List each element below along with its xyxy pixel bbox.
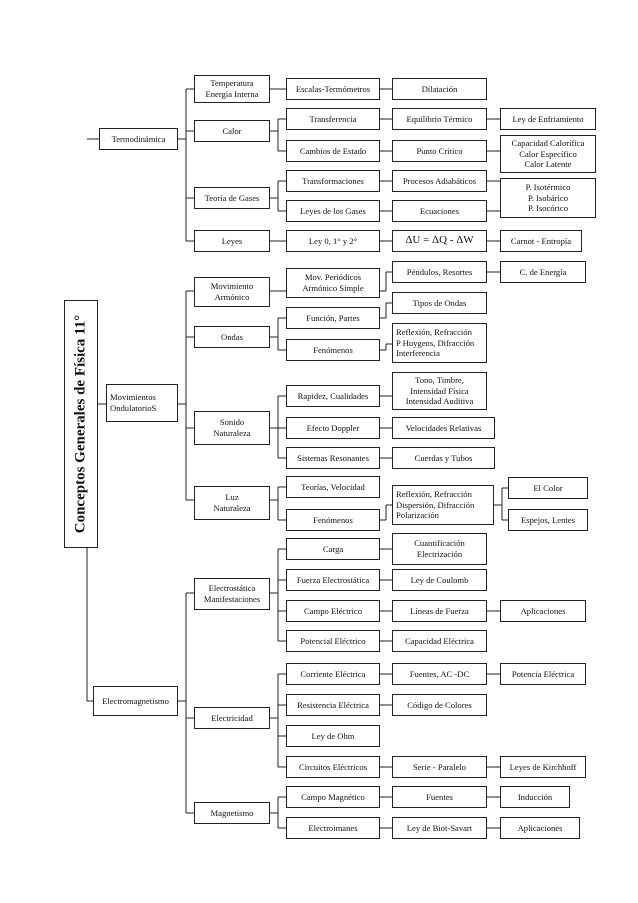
node-potencia-electrica: Potencia Eléctrica [500,663,586,685]
node-magnetismo: Magnetismo [194,802,270,824]
node-carnot-entropia: Carnot - Entropía [500,230,582,252]
node-fenomenos-luz: Fenómenos [286,509,380,531]
node-procesos-iso: P. Isotérmico P. Isobárico P. Isocórico [500,178,596,218]
node-potencial-electrico: Potencial Eléctrico [286,630,380,652]
node-fenomenos-ondas: Fenómenos [286,339,380,361]
node-conservacion-energia: C. de Energía [500,261,586,283]
node-cambios-estado: Cambios de Estado [286,140,380,162]
node-equilibrio: Equilibrio Térmico [392,108,487,130]
node-corriente-electrica: Corriente Eléctrica [286,663,380,685]
node-carga: Carga [286,538,380,560]
node-sistemas-resonantes: Sistemas Resonantes [286,447,380,469]
node-procesos-adiabaticos: Procesos Adiabáticos [392,170,487,192]
node-capacidad-calorifica: Capacidad Calorífica Calor Específico Ca… [500,135,596,173]
node-transformaciones: Transformaciones [286,170,380,192]
node-fuentes-magnetismo: Fuentes [392,786,487,808]
node-reflexion-refraccion-luz: Reflexión, Refracción Dispersión, Difrac… [392,485,494,525]
node-calor: Calor [194,120,270,142]
node-aplicaciones-campo: Aplicaciones [500,600,586,622]
node-espejos-lentes: Espejos, Lentes [508,509,588,531]
node-ley-biot-savart: Ley de Biot-Savart [392,817,487,839]
node-fuerza-electrostatica: Fuerza Electrostática [286,569,380,591]
branch-termodinamica: Termodinámica [99,128,178,150]
node-circuitos-electricos: Circuitos Eléctricos [286,756,380,778]
root-title: Conceptos Generales de Física 11° [72,314,89,534]
node-cuerdas-tubos: Cuerdas y Tubos [392,447,495,469]
node-campo-magnetico: Campo Magnético [286,786,380,808]
node-ley-0-1-2: Ley 0, 1° y 2° [286,230,380,252]
node-tipos-ondas: Tipos de Ondas [392,292,487,314]
node-electrostatica: Electrostática Manifestaciones [194,578,270,610]
root-concept: Conceptos Generales de Física 11° [64,300,98,548]
node-mov-periodicos: Mov. Periódicos Armónico Simple [286,268,380,298]
node-rapidez-cualidades: Rapidez, Cualidades [286,385,380,407]
node-leyes: Leyes [194,230,270,252]
node-fuentes-ac-dc: Fuentes, AC -DC [392,663,487,685]
node-velocidades-relativas: Velocidades Relativas [392,417,495,439]
node-electroimanes: Electroimanes [286,817,380,839]
node-induccion: Inducción [500,786,570,808]
node-punto-critico: Punto Crítico [392,140,487,162]
node-efecto-doppler: Efecto Doppler [286,417,380,439]
node-lineas-fuerza: Líneas de Fuerza [392,600,487,622]
node-ondas: Ondas [194,326,270,348]
node-enfriamiento: Ley de Enfriamiento [500,108,596,130]
node-codigo-colores: Código de Colores [392,694,487,716]
node-el-color: El Color [508,477,588,499]
node-ley-ohm: Ley de Ohm [286,725,380,747]
node-electricidad: Electricidad [194,707,270,729]
node-aplicaciones-magnetismo: Aplicaciones [500,817,580,839]
node-teoria-gases: Teoría de Gases [194,187,270,209]
node-ley-coulomb: Ley de Coulomb [392,569,487,591]
node-capacidad-electrica: Capacidad Eléctrica [392,630,487,652]
node-campo-electrico: Campo Eléctrico [286,600,380,622]
node-primera-ley-formula: ΔU = ΔQ - ΔW [392,230,487,252]
node-sonido: Sonido Naturaleza [194,411,270,445]
node-serie-paralelo: Serie - Paralelo [392,756,487,778]
node-ecuaciones: Ecuaciones [392,200,487,222]
node-transferencia: Transferencia [286,108,380,130]
node-resistencia-electrica: Resistencia Eléctrica [286,694,380,716]
node-cuantificacion: Cuantificación Electrización [392,533,487,565]
node-dilatacion: Dilatación [392,78,487,100]
node-funcion-partes: Función, Partes [286,307,380,329]
branch-movimientos-ondulatorios: Movimientos OndulatorioS [106,384,178,422]
node-teorias-velocidad: Teorías, Velocidad [286,476,380,498]
node-luz: Luz Naturaleza [194,486,270,520]
node-pendulos-resortes: Péndulos, Resortes [392,261,487,283]
node-tono-timbre: Tono, Timbre, Intensidad Física Intensid… [392,372,487,410]
branch-electromagnetismo: Electromagnetismo [93,686,178,716]
node-reflexion-refraccion-ondas: Reflexión, Refracción P Huygens, Difracc… [392,323,487,363]
node-leyes-kirchhoff: Leyes de Kirchhoff [500,756,586,778]
node-temperatura: Temperatura Energía Interna [194,75,270,103]
node-escalas: Escalas-Termómetros [286,78,380,100]
node-leyes-gases: Leyes de los Gases [286,200,380,222]
node-movimiento-armonico: Movimiento Armónico [194,277,270,307]
